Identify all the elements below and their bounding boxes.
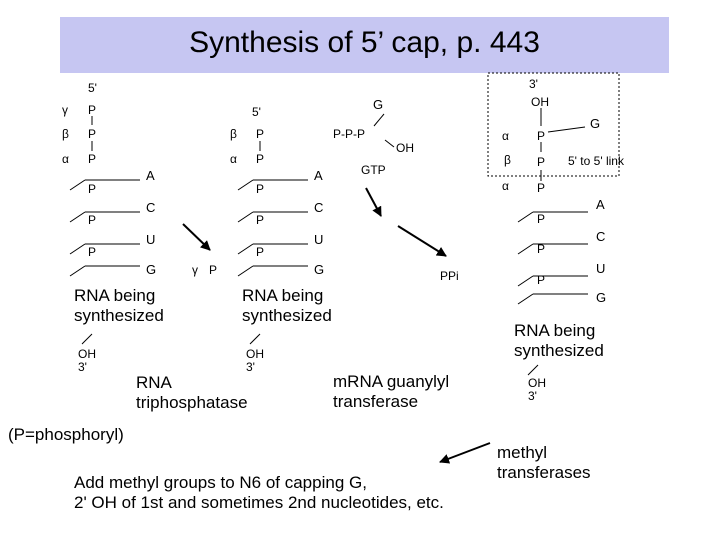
s3-three-prime-bottom-label: 3' xyxy=(528,389,537,403)
s2-p-beta: P xyxy=(256,127,265,141)
guanylyl-line-2: transferase xyxy=(333,392,419,411)
gtp-oh-label: OH xyxy=(396,141,414,155)
triphosphatase-line-2: triphosphatase xyxy=(136,393,248,412)
s1-base-c: C xyxy=(146,200,156,215)
s2-p-alpha: P xyxy=(256,152,265,166)
s3-rna-being: RNA being xyxy=(514,321,596,340)
s3-p-2: P xyxy=(537,155,546,169)
s1-p-4: P xyxy=(88,245,97,259)
s3-base-a: A xyxy=(596,197,605,212)
s2-oh-label: OH xyxy=(246,347,264,361)
methyl-line-2: transferases xyxy=(497,463,591,482)
s2-alpha-label: α xyxy=(230,152,237,166)
s1-base-u: U xyxy=(146,232,156,247)
s2-beta-label: β xyxy=(230,127,237,141)
s3-link-label: 5' to 5' link xyxy=(568,154,624,168)
s1-base-a: A xyxy=(146,168,155,183)
released-p: P xyxy=(209,263,218,277)
s1-alpha-label: α xyxy=(62,152,69,166)
methyl-line-1: methyl xyxy=(497,443,548,462)
s1-p-2: P xyxy=(88,182,97,196)
s2-p-2: P xyxy=(256,182,265,196)
s1-synthesized: synthesized xyxy=(74,306,164,325)
title-band: Synthesis of 5’ cap, p. 443 xyxy=(60,17,669,73)
s2-p-4: P xyxy=(256,245,265,259)
s3-p-4: P xyxy=(537,212,546,226)
released-gamma-label: γ xyxy=(192,263,198,277)
s3-p-3: P xyxy=(537,181,546,195)
s2-base-g: G xyxy=(314,262,325,277)
phosphoryl-note: (P=phosphoryl) xyxy=(8,425,124,444)
gtp-ppp-label: P-P-P xyxy=(333,127,366,141)
s3-alpha-label-2: α xyxy=(502,179,509,193)
footer-line-1: Add methyl groups to N6 of capping G, xyxy=(74,473,367,492)
s3-beta-label: β xyxy=(504,153,511,167)
gtp-label: GTP xyxy=(361,163,386,177)
s3-base-g: G xyxy=(596,290,607,305)
s1-beta-label: β xyxy=(62,127,69,141)
s1-p-beta: P xyxy=(88,127,97,141)
s2-rna-being: RNA being xyxy=(242,286,324,305)
s3-p-1: P xyxy=(537,129,546,143)
s1-gamma-label: γ xyxy=(62,103,68,117)
s3-three-prime-label: 3' xyxy=(529,77,538,91)
s2-base-c: C xyxy=(314,200,324,215)
s2-five-prime-label: 5' xyxy=(252,105,261,119)
s3-p-5: P xyxy=(537,242,546,256)
s2-base-a: A xyxy=(314,168,323,183)
gtp-g-label: G xyxy=(373,97,384,112)
s1-three-prime-label: 3' xyxy=(78,360,87,374)
s1-p-3: P xyxy=(88,213,97,227)
ppi-label: PPi xyxy=(440,269,459,283)
triphosphatase-line-1: RNA xyxy=(136,373,172,392)
guanylyl-line-1: mRNA guanylyl xyxy=(333,372,450,391)
s1-p-gamma: P xyxy=(88,103,97,117)
s1-rna-being: RNA being xyxy=(74,286,156,305)
s1-p-alpha: P xyxy=(88,152,97,166)
s1-five-prime-label: 5' xyxy=(88,81,97,95)
s1-oh-label: OH xyxy=(78,347,96,361)
footer-line-2: 2' OH of 1st and sometimes 2nd nucleotid… xyxy=(74,493,444,512)
s3-cap-g-label: G xyxy=(590,116,601,131)
slide-title: Synthesis of 5’ cap, p. 443 xyxy=(189,26,540,59)
s3-oh-label: OH xyxy=(531,95,549,109)
s3-base-c: C xyxy=(596,229,606,244)
s2-p-3: P xyxy=(256,213,265,227)
s2-synthesized: synthesized xyxy=(242,306,332,325)
s3-oh-bottom-label: OH xyxy=(528,376,546,390)
s2-base-u: U xyxy=(314,232,324,247)
s3-base-u: U xyxy=(596,261,606,276)
s2-three-prime-label: 3' xyxy=(246,360,255,374)
s1-base-g: G xyxy=(146,262,157,277)
s3-synthesized: synthesized xyxy=(514,341,604,360)
s3-p-6: P xyxy=(537,273,546,287)
s3-alpha-label-1: α xyxy=(502,129,509,143)
